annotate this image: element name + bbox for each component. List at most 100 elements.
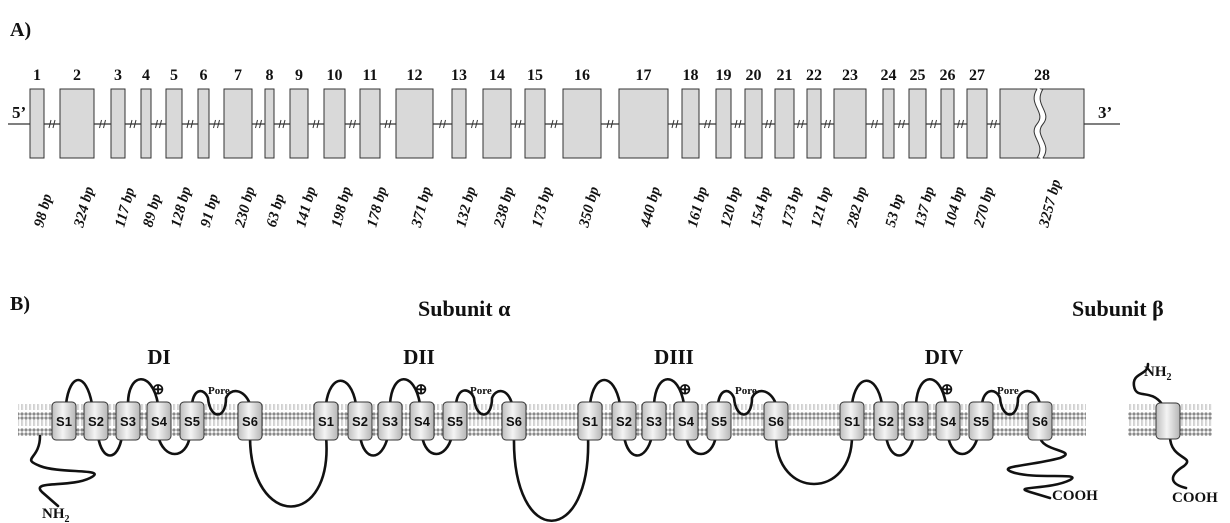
beta-loops (1132, 362, 1189, 490)
segment-s5: S5 (442, 401, 468, 441)
segment-s1: S1 (313, 401, 339, 441)
exon-box (744, 88, 763, 159)
intron-break-mark (824, 119, 831, 129)
exon-number: 24 (881, 67, 897, 84)
positive-charge-icon: ⊕ (941, 382, 954, 398)
segment-label: S4 (151, 414, 168, 429)
intron-break-mark (255, 119, 262, 129)
segment-s6: S6 (763, 401, 789, 441)
positive-charge-icon: ⊕ (152, 382, 165, 398)
segment-label: S6 (506, 414, 522, 429)
n-terminus-label: NH2 (42, 506, 70, 523)
exon-bp-label: 154 bp (748, 185, 774, 229)
segment-s1: S1 (839, 401, 865, 441)
segment-s3: S3 (903, 401, 929, 441)
div-loop-s4-s5 (946, 434, 980, 456)
div-pore-loop (980, 389, 1042, 416)
subunit-alpha-title: Subunit α (418, 296, 511, 321)
exon-box (774, 88, 795, 159)
exon-number: 18 (683, 67, 699, 84)
five-prime-end-label: 5’ (12, 103, 26, 122)
intron-break-marks (48, 119, 997, 129)
exon-number: 21 (777, 67, 793, 84)
exon-bp-label: 324 bp (71, 185, 98, 230)
alpha-cooh-label: COOH (1052, 488, 1098, 504)
exon-bp-label: 3257 bp (1036, 177, 1064, 230)
beta-n-terminus-tail (1132, 362, 1164, 406)
alpha-loops (29, 377, 1074, 523)
segment-s2: S2 (873, 401, 899, 441)
diii-pore-loop (716, 389, 778, 416)
di-loop-s4-s5 (156, 434, 192, 456)
exon-number: 3 (114, 67, 122, 84)
segment-cylinder (115, 401, 141, 441)
exon-box (966, 88, 988, 159)
intron-break-mark (898, 119, 905, 129)
exon-number: 16 (574, 67, 590, 84)
pore-label: Pore (997, 385, 1019, 397)
segment-s2: S2 (611, 401, 637, 441)
exon-box (940, 88, 955, 159)
segment-label: S1 (844, 414, 860, 429)
exon-bp-label: 98 bp (31, 192, 55, 229)
intron-break-mark (550, 119, 558, 129)
n-terminus-tail (29, 434, 96, 508)
exon-number: 26 (940, 67, 956, 84)
pore-label: Pore (735, 385, 757, 397)
segment-s5: S5 (179, 401, 205, 441)
segment-label: S2 (878, 414, 894, 429)
segment-cylinder (83, 401, 109, 441)
dii-loop-s2-s3 (358, 434, 390, 457)
exon-number: 8 (266, 67, 274, 84)
exon-28-break-mark (1033, 88, 1047, 159)
dii-loop-s1-s2 (324, 379, 358, 406)
intron-break-mark (99, 119, 106, 129)
intron-break-mark (797, 119, 804, 129)
intron-break-mark (671, 119, 679, 129)
exon-bp-label: 178 bp (364, 185, 390, 229)
exon-box (197, 88, 210, 159)
exon-box (395, 88, 434, 159)
intron-break-mark (871, 119, 878, 129)
segment-label: S3 (120, 414, 136, 429)
segment-cylinder (763, 401, 789, 441)
beta-c-terminus-tail (1168, 434, 1189, 490)
exon-number: 27 (969, 67, 985, 84)
diii-loop-s3-s4 (652, 377, 686, 406)
exon-number: 20 (746, 67, 762, 84)
beta-transmembrane-segment (1155, 402, 1181, 440)
segment-label: S6 (768, 414, 784, 429)
segment-s1: S1 (51, 401, 77, 441)
exon-box (562, 88, 602, 159)
dii-loop-s3-s4 (388, 377, 422, 406)
intron-break-mark (734, 119, 742, 129)
exon-number: 15 (527, 67, 543, 84)
subunit-beta-title: Subunit β (1072, 296, 1164, 321)
div-loop-s1-s2 (850, 379, 884, 406)
diii-loop-s4-s5 (684, 434, 718, 456)
dii-loop-s4-s5 (420, 434, 454, 456)
segment-s4: S4 (146, 401, 172, 441)
segment-s4: S4 (409, 401, 435, 441)
exon-bp-label: 198 bp (329, 185, 355, 229)
segment-cylinder (903, 401, 929, 441)
domain-label: DII (403, 345, 435, 369)
exon-number: 14 (489, 67, 505, 84)
segment-s4: S4 (673, 401, 699, 441)
exon-bp-label: 371 bp (409, 185, 436, 230)
segment-s6: S6 (237, 401, 263, 441)
exon-box (681, 88, 700, 159)
segment-label: S6 (242, 414, 258, 429)
div-loop-s3-s4 (914, 377, 948, 406)
exon-box (908, 88, 927, 159)
segment-s3: S3 (641, 401, 667, 441)
exon-number: 2 (73, 67, 81, 84)
segment-cylinder (179, 401, 205, 441)
c-terminus-alpha-tail (1006, 434, 1074, 500)
segment-s1: S1 (577, 401, 603, 441)
intron-break-mark (278, 119, 286, 129)
exon-bp-label: 350 bp (576, 185, 603, 230)
exon-box (524, 88, 546, 159)
exon-box (289, 88, 309, 159)
